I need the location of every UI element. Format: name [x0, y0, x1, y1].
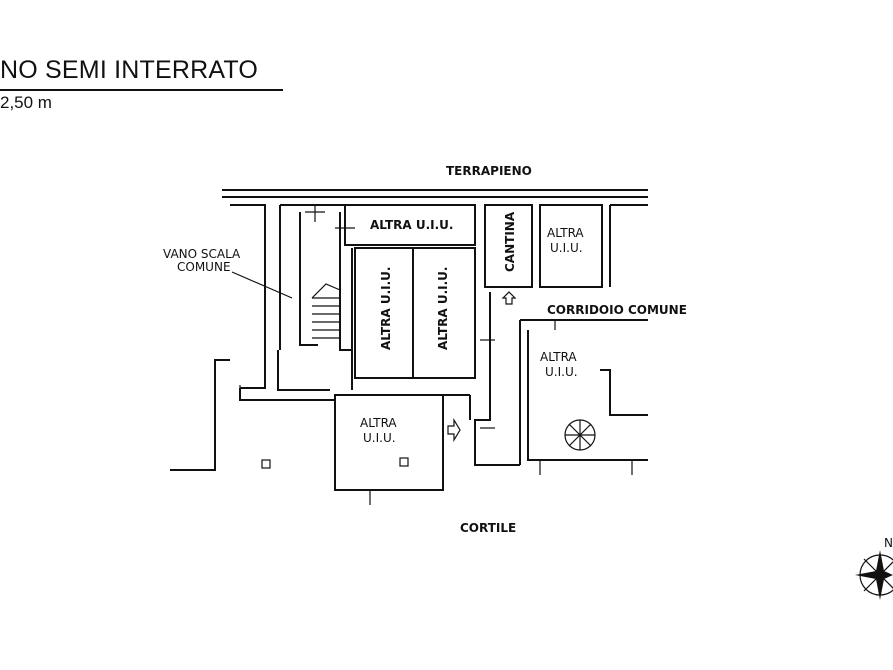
pillar-marker [261, 459, 271, 469]
label-altra-top: ALTRA U.I.U. [370, 218, 453, 232]
label-altra-vert-1: ALTRA U.I.U. [379, 267, 393, 350]
label-altra-small-2: U.I.U. [550, 241, 583, 255]
leader-line [231, 271, 293, 299]
label-altra-vert-2: ALTRA U.I.U. [436, 267, 450, 350]
label-terrapieno: TERRAPIENO [446, 164, 532, 178]
compass-north-label: N [884, 536, 893, 550]
label-altra-bottom-1: ALTRA [360, 416, 397, 430]
label-corridoio: CORRIDOIO COMUNE [547, 303, 687, 317]
door-marks [239, 205, 633, 505]
label-vano-scala-1: VANO SCALA [163, 247, 241, 261]
label-cantina: CANTINA [503, 211, 517, 272]
stairs-steps [311, 283, 341, 339]
spiral-stair-icon [564, 419, 596, 451]
title-underline [0, 89, 283, 91]
entry-arrow-icon [501, 291, 517, 305]
label-altra-bottom-2: U.I.U. [363, 431, 396, 445]
label-altra-right-1: ALTRA [540, 350, 577, 364]
floor-title: NO SEMI INTERRATO [0, 56, 259, 84]
label-altra-small-1: ALTRA [547, 226, 584, 240]
label-altra-right-2: U.I.U. [545, 365, 578, 379]
compass-rose-icon [855, 550, 893, 600]
label-cortile: CORTILE [460, 521, 516, 535]
outer-walls [170, 189, 648, 491]
entry-arrow-icon [447, 417, 461, 443]
label-vano-scala-2: COMUNE [177, 260, 231, 274]
ceiling-height: 2,50 m [0, 93, 52, 112]
pillar-marker [399, 457, 409, 467]
